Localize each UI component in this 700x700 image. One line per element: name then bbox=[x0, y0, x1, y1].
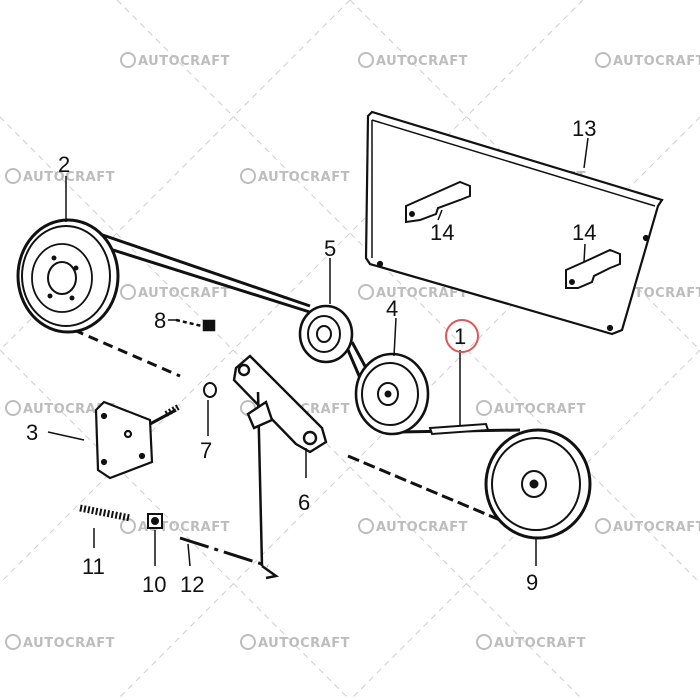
svg-text:AUTOCRAFT: AUTOCRAFT bbox=[23, 402, 115, 417]
watermark: AUTOCRAFT bbox=[5, 634, 115, 651]
copyright-circle-icon bbox=[358, 52, 374, 68]
part-6-tension-arm bbox=[232, 354, 328, 567]
copyright-circle-icon bbox=[476, 634, 492, 650]
callout-1: 1 bbox=[454, 324, 466, 349]
svg-text:AUTOCRAFT: AUTOCRAFT bbox=[23, 636, 115, 651]
part-5-idler-pulley bbox=[298, 304, 354, 364]
copyright-circle-icon bbox=[358, 518, 374, 534]
callout-labels: 1 2 3 4 5 6 7 8 9 10 11 12 13 14 14 bbox=[26, 116, 596, 597]
part-10-washer bbox=[147, 513, 163, 529]
watermark: AUTOCRAFT bbox=[240, 634, 350, 651]
copyright-circle-icon bbox=[595, 518, 611, 534]
watermark-layer: AUTOCRAFT AUTOCRAFT AUTOCRAFT AUTOCRAFT … bbox=[5, 52, 700, 651]
callout-13: 13 bbox=[572, 116, 596, 141]
part-14-bracket-lower bbox=[565, 248, 621, 289]
watermark: AUTOCRAFT bbox=[476, 400, 586, 417]
copyright-circle-icon bbox=[595, 52, 611, 68]
callout-9: 9 bbox=[526, 570, 538, 595]
callout-1-highlight-circle bbox=[445, 319, 479, 353]
callout-10: 10 bbox=[142, 572, 166, 597]
watermark: AUTOCRAFT bbox=[595, 52, 700, 69]
watermark: AUTOCRAFT bbox=[120, 518, 230, 535]
svg-text:AUTOCRAFT: AUTOCRAFT bbox=[376, 54, 468, 69]
svg-text:AUTOCRAFT: AUTOCRAFT bbox=[376, 520, 468, 535]
watermark: AUTOCRAFT bbox=[5, 400, 115, 417]
callout-4: 4 bbox=[386, 296, 398, 321]
watermark: AUTOCRAFT bbox=[476, 634, 586, 651]
copyright-circle-icon bbox=[5, 400, 21, 416]
part-1-belt-segment bbox=[428, 422, 490, 436]
callout-5: 5 bbox=[324, 236, 336, 261]
callout-12: 12 bbox=[180, 572, 204, 597]
callout-8: 8 bbox=[154, 308, 166, 333]
watermark: AUTOCRAFT bbox=[595, 518, 700, 535]
svg-text:AUTOCRAFT: AUTOCRAFT bbox=[258, 636, 350, 651]
svg-text:AUTOCRAFT: AUTOCRAFT bbox=[258, 170, 350, 185]
svg-text:AUTOCRAFT: AUTOCRAFT bbox=[613, 54, 700, 69]
part-7-nut bbox=[203, 382, 217, 420]
watermark: AUTOCRAFT bbox=[358, 518, 468, 535]
part-3-bracket-plate bbox=[94, 400, 182, 480]
callout-3: 3 bbox=[26, 420, 38, 445]
part-9-driven-pulley bbox=[484, 428, 592, 540]
part-12-rod bbox=[179, 536, 280, 580]
watermark: AUTOCRAFT bbox=[358, 52, 468, 69]
svg-text:AUTOCRAFT: AUTOCRAFT bbox=[494, 402, 586, 417]
callout-7: 7 bbox=[200, 438, 212, 463]
copyright-circle-icon bbox=[476, 400, 492, 416]
watermark: AUTOCRAFT bbox=[5, 168, 115, 185]
copyright-circle-icon bbox=[240, 634, 256, 650]
watermark: AUTOCRAFT bbox=[240, 168, 350, 185]
copyright-circle-icon bbox=[120, 284, 136, 300]
callout-2: 2 bbox=[58, 152, 70, 177]
watermark: AUTOCRAFT bbox=[120, 52, 230, 69]
copyright-circle-icon bbox=[358, 284, 374, 300]
callout-11: 11 bbox=[82, 554, 105, 579]
copyright-circle-icon bbox=[120, 52, 136, 68]
callout-14-upper: 14 bbox=[430, 220, 454, 245]
part-14-bracket-upper bbox=[405, 180, 471, 224]
watermark: AUTOCRAFT bbox=[120, 284, 230, 301]
svg-text:AUTOCRAFT: AUTOCRAFT bbox=[23, 170, 115, 185]
callout-14-lower: 14 bbox=[572, 220, 596, 245]
copyright-circle-icon bbox=[5, 634, 21, 650]
part-2-drive-pulley bbox=[16, 218, 120, 334]
part-11-bolt bbox=[79, 504, 131, 522]
copyright-circle-icon bbox=[5, 168, 21, 184]
svg-text:AUTOCRAFT: AUTOCRAFT bbox=[138, 54, 230, 69]
svg-text:AUTOCRAFT: AUTOCRAFT bbox=[376, 286, 468, 301]
watermark: AUTOCRAFT bbox=[358, 284, 468, 301]
svg-text:AUTOCRAFT: AUTOCRAFT bbox=[494, 636, 586, 651]
svg-text:AUTOCRAFT: AUTOCRAFT bbox=[138, 286, 230, 301]
leader-lines bbox=[47, 137, 589, 567]
part-4-tension-pulley bbox=[354, 352, 430, 436]
callout-6: 6 bbox=[298, 490, 310, 515]
part-8-screw bbox=[175, 318, 216, 332]
svg-text:AUTOCRAFT: AUTOCRAFT bbox=[613, 520, 700, 535]
copyright-circle-icon bbox=[240, 168, 256, 184]
